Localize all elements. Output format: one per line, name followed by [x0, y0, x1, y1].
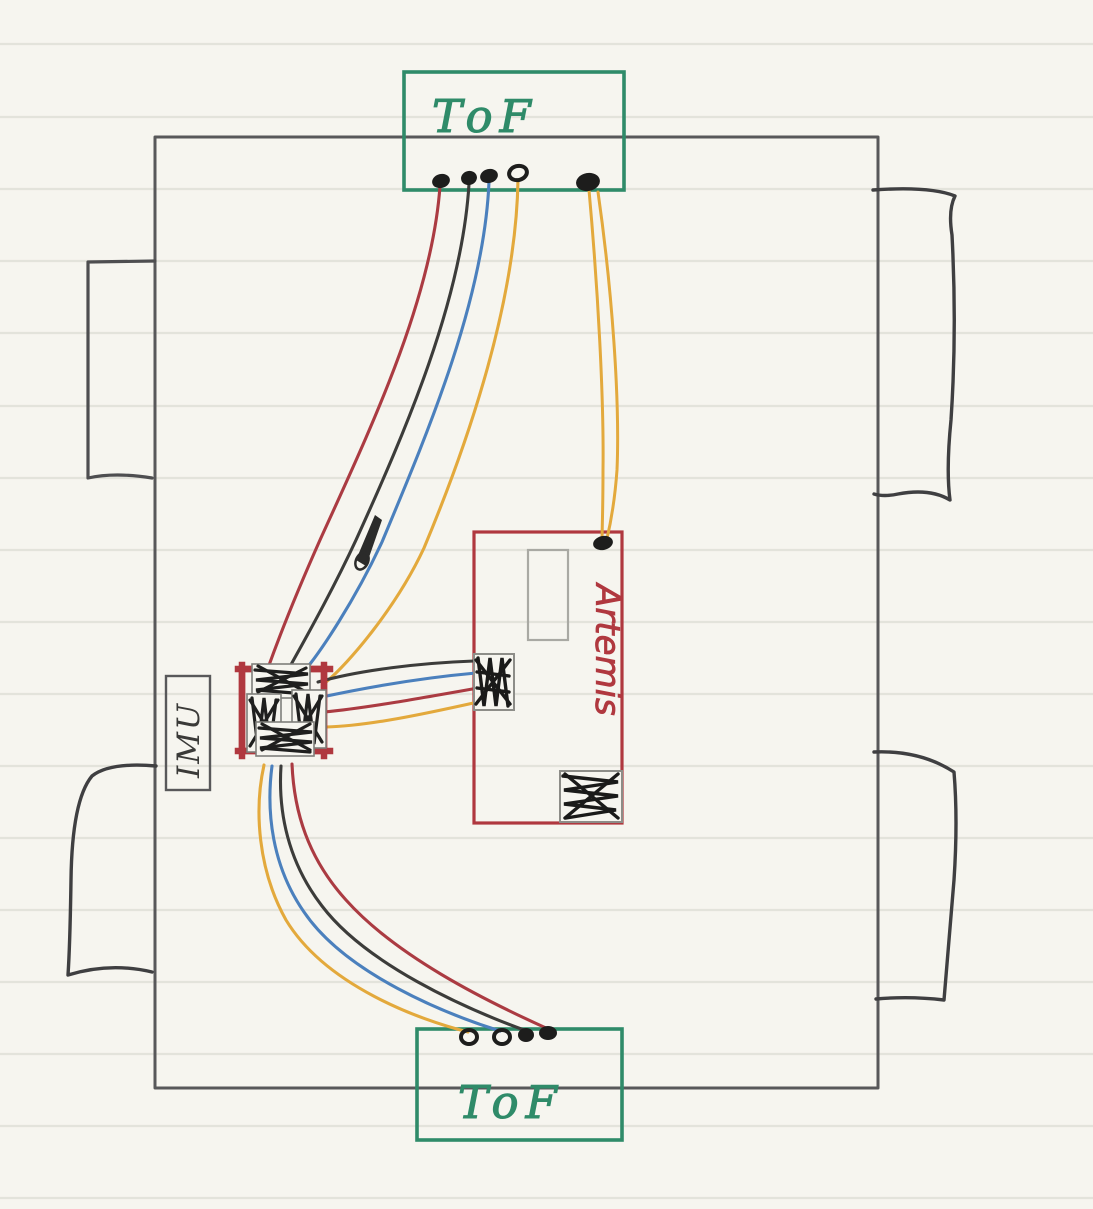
wire-orange-artemis-b [596, 190, 620, 545]
flap-right-bottom [872, 750, 958, 1002]
artemis-empty-slot [526, 548, 570, 642]
artemis-battery-block[interactable] [559, 770, 623, 823]
inline-wire-connector [354, 515, 382, 571]
connector-pins-bottom [459, 1026, 557, 1046]
tof-bottom-pin-black [518, 1028, 534, 1042]
motor-block-bottom[interactable] [255, 721, 315, 757]
flap-right-top [871, 187, 957, 502]
connector-pins-top [432, 163, 600, 192]
wire-black-hub-artemis [316, 659, 476, 684]
bundle-top-to-hub [266, 178, 520, 684]
bundle-hub-to-artemis [316, 659, 480, 729]
imu-box[interactable] [164, 674, 212, 792]
wire-black-bottom [278, 764, 526, 1032]
tof-top-box[interactable] [402, 70, 626, 192]
motor-driver-hub[interactable] [234, 661, 334, 760]
flap-left-bottom [66, 763, 158, 977]
wire-orange-hub-artemis [324, 700, 480, 729]
artemis-label: Artemis [587, 582, 627, 716]
connector-pins-artemis [593, 535, 613, 551]
notebook-rule-lines [0, 42, 1093, 1200]
flap-left-top [86, 259, 157, 480]
imu-label: IMU [171, 702, 207, 779]
tof-top-pin-orange [507, 163, 529, 183]
wire-orange-top [324, 178, 520, 684]
tof-top-pin-orange-pair [576, 172, 600, 192]
tof-top-label: ToF [432, 90, 538, 143]
tof-top-pin-black [461, 170, 477, 186]
bundle-hub-to-bottom [257, 762, 548, 1034]
tof-top-pin-red [432, 173, 450, 189]
artemis-header-left[interactable] [473, 653, 515, 711]
tof-bottom-label: ToF [458, 1076, 564, 1129]
tof-bottom-pin-blue [492, 1028, 512, 1046]
artemis-pin-orange [593, 535, 613, 551]
wire-orange-artemis-a [587, 188, 605, 544]
wire-orange-bottom [257, 763, 470, 1034]
wire-red-bottom [290, 762, 548, 1030]
wire-blue-bottom [268, 764, 502, 1033]
wire-blue-hub-artemis [320, 671, 478, 699]
wire-red-hub-artemis [322, 686, 480, 714]
wire-red-top [266, 184, 442, 670]
tof-bottom-pin-orange [459, 1028, 479, 1046]
tof-bottom-pin-red [539, 1026, 557, 1040]
chassis-outline [153, 135, 880, 1090]
wire-black-top [285, 182, 471, 674]
bundle-top-to-artemis [587, 188, 620, 545]
tof-top-pin-blue [480, 168, 498, 184]
wire-blue-top [298, 180, 491, 678]
